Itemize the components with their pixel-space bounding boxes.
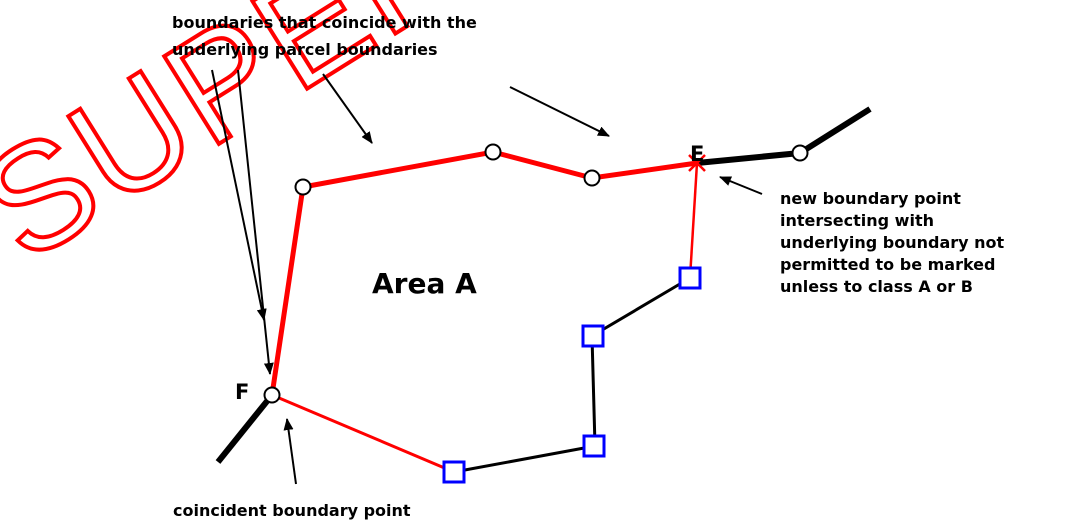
external-boundary-left bbox=[215, 393, 275, 464]
new-boundary-red-segment-bottom bbox=[271, 393, 455, 474]
circle-icon bbox=[791, 144, 809, 162]
new-boundary-red-segment-right bbox=[688, 162, 699, 279]
point-f-label: F bbox=[235, 380, 250, 404]
new-boundary-line bbox=[453, 276, 691, 474]
square-icon bbox=[581, 324, 605, 348]
arrow-to-top-right-boundary bbox=[509, 86, 610, 137]
arrow-to-top-boundary bbox=[322, 73, 373, 144]
circle-icon bbox=[484, 143, 502, 161]
new-boundary-point-label: new boundary point intersecting with und… bbox=[780, 189, 1005, 296]
arrow-to-left-boundary-1 bbox=[211, 69, 267, 321]
coincident-parcel-boundary bbox=[269, 149, 698, 396]
point-e-label: E bbox=[690, 142, 705, 166]
circle-icon bbox=[294, 178, 312, 196]
circle-icon bbox=[583, 169, 601, 187]
coincident-boundaries-label: boundaries that coincide with the underl… bbox=[172, 13, 477, 59]
coincident-boundary-point-label: coincident boundary point bbox=[173, 501, 411, 520]
square-icon bbox=[582, 434, 606, 458]
arrow-to-point-e bbox=[719, 176, 763, 195]
external-boundary-right bbox=[696, 150, 801, 166]
arrow-to-point-f bbox=[283, 418, 297, 485]
circle-icon bbox=[263, 386, 281, 404]
area-a-label: Area A bbox=[372, 267, 477, 300]
square-icon bbox=[442, 460, 466, 484]
cross-icon bbox=[688, 154, 706, 172]
external-boundary-right-extension bbox=[798, 106, 872, 156]
square-icon bbox=[678, 266, 702, 290]
arrow-to-left-boundary-2 bbox=[237, 69, 274, 375]
